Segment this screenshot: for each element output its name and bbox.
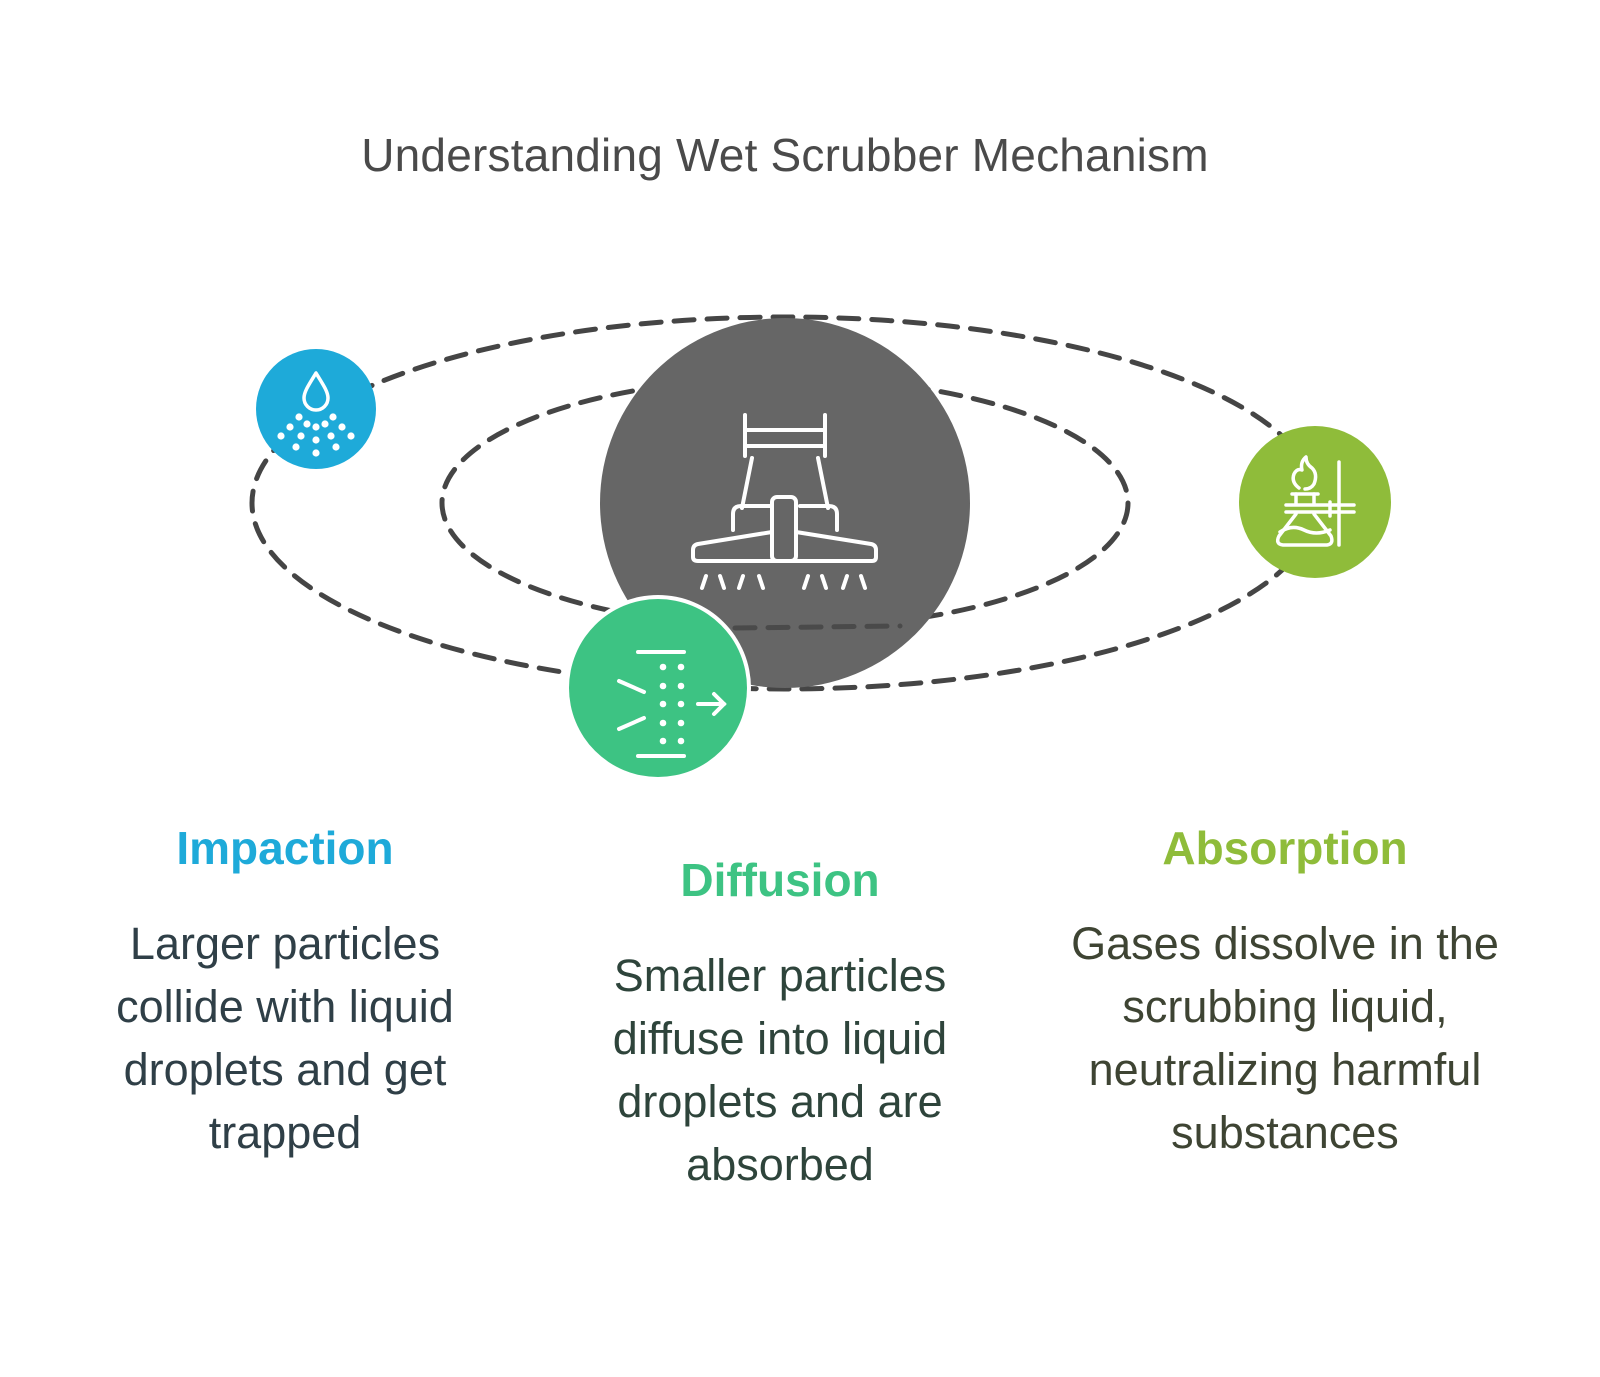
impaction-description: Larger particles collide with liquid dro… bbox=[116, 918, 454, 1158]
absorption-heading: Absorption bbox=[1162, 822, 1408, 874]
absorption-section: Absorption Gases dissolve in the scrubbi… bbox=[1060, 820, 1510, 1164]
water-droplet-spray-icon bbox=[277, 371, 355, 457]
wet-scrubber-icon bbox=[691, 413, 878, 590]
diffusion-node[interactable] bbox=[565, 595, 751, 781]
diffusion-heading: Diffusion bbox=[680, 854, 880, 906]
center-node bbox=[600, 318, 970, 688]
impaction-node[interactable] bbox=[256, 349, 376, 469]
lab-burner-flask-icon bbox=[1275, 455, 1356, 547]
diffusion-section: Diffusion Smaller particles diffuse into… bbox=[560, 852, 1000, 1196]
impaction-section: Impaction Larger particles collide with … bbox=[60, 820, 510, 1164]
absorption-description: Gases dissolve in the scrubbing liquid, … bbox=[1071, 918, 1499, 1158]
absorption-node[interactable] bbox=[1239, 426, 1391, 578]
diffusion-dots bbox=[659, 663, 685, 745]
impaction-heading: Impaction bbox=[176, 822, 394, 874]
diffusion-filter-icon bbox=[617, 650, 727, 758]
diagram-title: Understanding Wet Scrubber Mechanism bbox=[361, 129, 1209, 181]
diffusion-description: Smaller particles diffuse into liquid dr… bbox=[612, 950, 948, 1190]
